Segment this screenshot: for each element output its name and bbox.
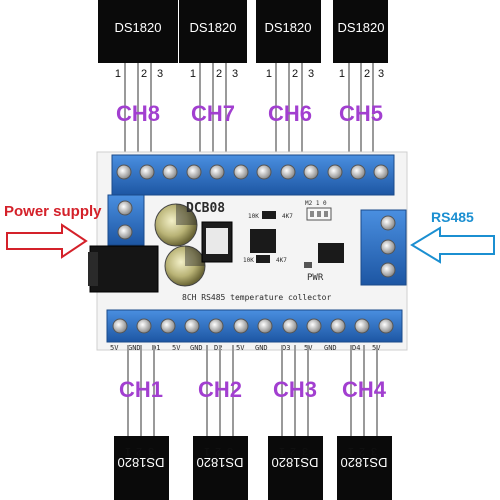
sensor-part-label: DS1820: [197, 455, 244, 470]
pin-label: 1: [339, 68, 345, 80]
pin-label: 3: [148, 445, 154, 457]
channel-label: CH1: [119, 377, 163, 402]
sensor-ch8: DS1820 1 2 3 CH8: [98, 0, 178, 160]
microcontroller-chip: [250, 229, 276, 253]
pin-label: 3: [227, 445, 233, 457]
resistor-label: 4K7: [276, 257, 287, 264]
svg-text:GND: GND: [255, 344, 268, 352]
pin-label: 3: [371, 445, 377, 457]
capacitor: [164, 245, 206, 287]
sensor-ch5: DS1820 1 2 3 CH5: [333, 0, 388, 160]
pin-label: 1: [125, 445, 131, 457]
pin-label: 3: [232, 68, 238, 80]
bottom-pin-labels: 5V GND D1 5V GND D2 5V GND D3 5V GND D4 …: [110, 344, 381, 352]
pin-label: 2: [292, 68, 298, 80]
sensor-part-label: DS1820: [115, 20, 162, 35]
sensor-ch3: CH3 DS1820 1 2 3: [268, 345, 323, 500]
svg-text:D3: D3: [282, 344, 290, 352]
pin-label: 1: [115, 68, 121, 80]
capacitor: [154, 203, 198, 247]
sensor-ch1: CH1 DS1820 1 2 3: [114, 345, 169, 500]
svg-text:GND: GND: [128, 344, 141, 352]
svg-text:5V: 5V: [110, 344, 119, 352]
board-caption: 8CH RS485 temperature collector: [182, 293, 331, 302]
pin-label: 1: [204, 445, 210, 457]
svg-text:5V: 5V: [236, 344, 245, 352]
pin-label: 2: [290, 445, 296, 457]
dc-jack: [89, 245, 159, 293]
pin-label: 1: [348, 445, 354, 457]
pin-label: 2: [216, 68, 222, 80]
sensor-body: [337, 436, 392, 500]
sensor-body: [179, 0, 247, 63]
rs485-label: RS485: [431, 209, 474, 225]
resistor-label: 10K: [248, 213, 259, 220]
rs485-arrow-icon: [410, 226, 495, 264]
pwr-label: PWR: [307, 273, 324, 283]
svg-text:D4: D4: [352, 344, 360, 352]
pin-label: 2: [136, 445, 142, 457]
jumper-label: M2 1 0: [305, 200, 327, 207]
pin-label: 1: [279, 445, 285, 457]
sensor-part-label: DS1820: [272, 455, 319, 470]
resistor-label: 4K7: [282, 213, 293, 220]
power-arrow-icon: [6, 223, 88, 259]
svg-text:GND: GND: [324, 344, 337, 352]
sensor-part-label: DS1820: [338, 20, 385, 35]
sensor-body: [193, 436, 248, 500]
channel-label: CH8: [116, 101, 160, 126]
svg-text:D1: D1: [152, 344, 160, 352]
sensor-body: [114, 436, 169, 500]
pin-label: 2: [364, 68, 370, 80]
sensor-part-label: DS1820: [341, 455, 388, 470]
sensor-ch7: DS1820 1 2 3 CH7: [179, 0, 247, 160]
channel-label: CH2: [198, 377, 242, 402]
pin-label: 2: [141, 68, 147, 80]
channel-label: CH3: [273, 377, 317, 402]
sensor-ch2: CH2 DS1820 1 2 3: [193, 345, 248, 500]
power-supply-label: Power supply: [4, 203, 102, 220]
sensor-ch4: CH4 DS1820 1 2 3: [337, 345, 392, 500]
sensor-ch6: DS1820 1 2 3 CH6: [256, 0, 321, 160]
pin-label: 3: [378, 68, 384, 80]
bottom-terminal-screws: [112, 318, 394, 334]
channel-label: CH6: [268, 101, 312, 126]
sensor-body: [333, 0, 388, 63]
svg-text:5V: 5V: [172, 344, 181, 352]
sensor-body: [256, 0, 321, 63]
sensor-body: [268, 436, 323, 500]
pcb-board: DCB08 8CH RS485 temperature collector PW…: [88, 151, 408, 352]
pin-label: 1: [190, 68, 196, 80]
bottom-terminal-block: [106, 309, 403, 343]
channel-label: CH7: [191, 101, 235, 126]
sensor-part-label: DS1820: [265, 20, 312, 35]
pin-label: 2: [359, 445, 365, 457]
svg-text:D2: D2: [214, 344, 222, 352]
svg-text:GND: GND: [190, 344, 203, 352]
pin-label: 3: [157, 68, 163, 80]
sensor-part-label: DS1820: [118, 455, 165, 470]
top-terminal-block: [111, 154, 395, 196]
pin-label: 3: [302, 445, 308, 457]
sensor-part-label: DS1820: [190, 20, 237, 35]
channel-label: CH5: [339, 101, 383, 126]
rs485-transceiver-chip: [318, 243, 344, 263]
top-terminal-screws: [116, 164, 389, 180]
pin-label: 3: [308, 68, 314, 80]
board-model-label: DCB08: [186, 201, 225, 216]
channel-label: CH4: [342, 377, 387, 402]
pin-label: 1: [266, 68, 272, 80]
resistor-label: 10K: [243, 257, 254, 264]
pin-label: 2: [215, 445, 221, 457]
sensor-body: [98, 0, 178, 63]
